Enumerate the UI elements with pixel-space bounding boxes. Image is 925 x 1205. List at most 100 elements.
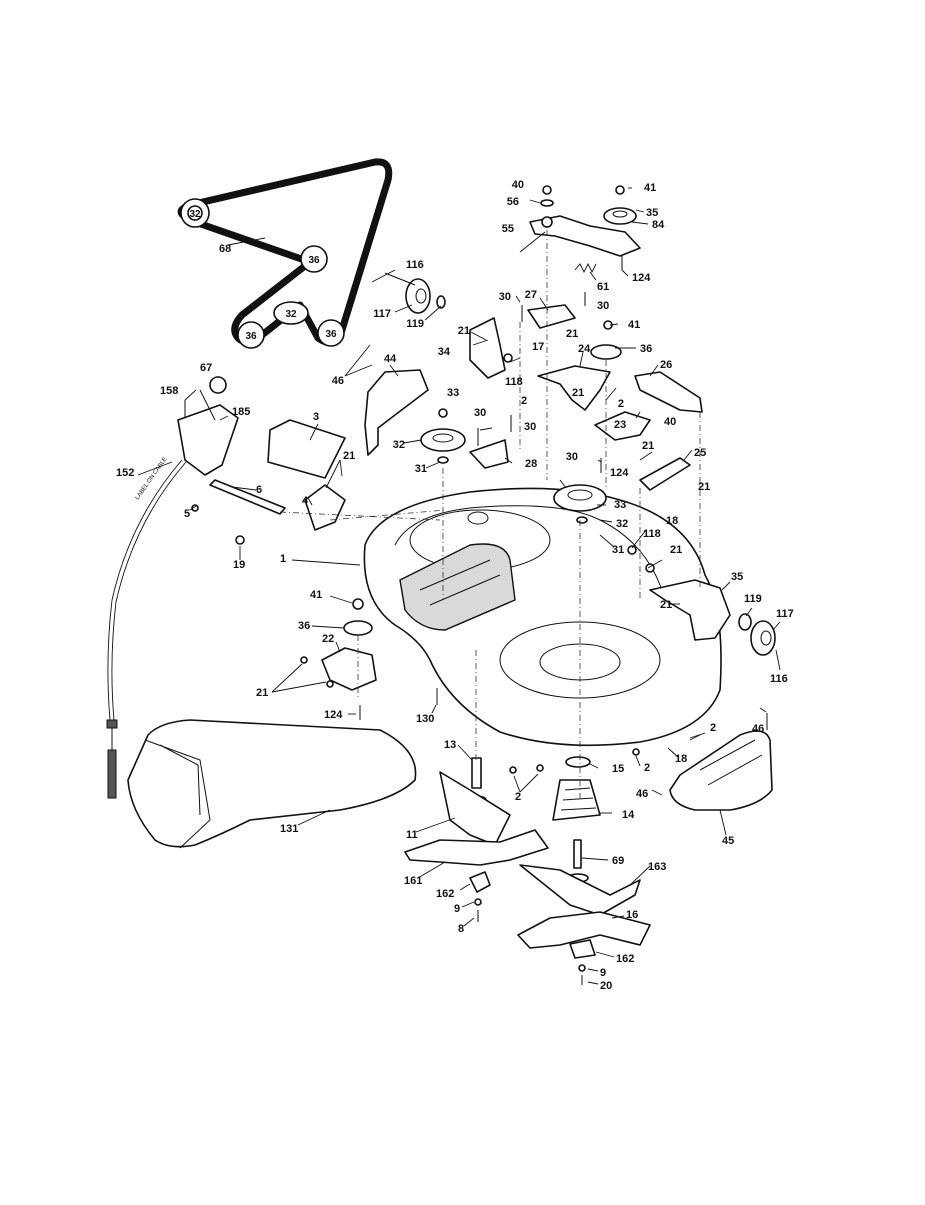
callout-18-bottom: 18	[675, 753, 687, 765]
wheel-bracket-35	[649, 579, 731, 641]
callout-162-left: 162	[436, 888, 454, 900]
callout-131: 131	[280, 823, 298, 835]
belt-pulley-5-size: 36	[325, 329, 337, 340]
callout-185: 185	[232, 406, 250, 418]
upper-hardware	[364, 185, 776, 656]
bracket-27	[527, 304, 576, 329]
blade-16	[517, 911, 651, 949]
cable-marking: LABEL ON CABLE	[135, 456, 169, 501]
callout-30-a: 30	[499, 291, 511, 303]
callout-21-c: 21	[572, 387, 584, 399]
callout-32-center: 32	[393, 439, 405, 451]
callout-21-a: 21	[458, 325, 470, 337]
callout-9-left: 9	[454, 903, 460, 915]
callout-61: 61	[597, 281, 609, 293]
nut-40	[542, 185, 552, 195]
callout-26: 26	[660, 359, 672, 371]
bracket-4	[304, 484, 346, 531]
callout-18-top: 18	[666, 515, 678, 527]
nut-41-top	[615, 185, 625, 195]
blade-161	[404, 829, 549, 866]
callout-161: 161	[404, 875, 422, 887]
belt-pulley-4-size: 36	[245, 331, 257, 342]
callout-19: 19	[233, 559, 245, 571]
callout-1: 1	[280, 553, 286, 565]
callout-46-right: 46	[752, 723, 764, 735]
callout-2-a: 2	[521, 395, 527, 407]
callout-22: 22	[322, 633, 334, 645]
spindle-housing-14	[552, 779, 601, 821]
callout-30-c: 30	[474, 407, 486, 419]
callout-31-right: 31	[612, 544, 624, 556]
callout-117-right: 117	[776, 608, 794, 620]
callout-21-f: 21	[698, 481, 710, 493]
spindle-shaft-13	[471, 757, 482, 789]
spring-61	[574, 262, 597, 274]
belt-pulley-5	[317, 319, 345, 347]
callout-118-top: 118	[505, 376, 523, 388]
callout-41-left: 41	[310, 589, 322, 601]
callout-68: 68	[219, 243, 231, 255]
callout-24: 24	[578, 343, 591, 355]
callout-45: 45	[722, 835, 734, 847]
callout-40: 40	[512, 179, 524, 191]
callout-27: 27	[525, 289, 537, 301]
callout-55: 55	[502, 223, 514, 235]
control-cable	[107, 459, 183, 721]
callout-30-e: 30	[566, 451, 578, 463]
washer-162-left	[469, 871, 491, 893]
callout-46-bottom: 46	[636, 788, 648, 800]
callout-46-top: 46	[332, 375, 344, 387]
callout-2-e: 2	[515, 791, 521, 803]
spindles-and-blades	[404, 748, 651, 985]
callout-124-top: 124	[632, 272, 651, 284]
callout-35-right: 35	[731, 571, 743, 583]
callout-15: 15	[612, 763, 624, 775]
callout-41-top: 41	[644, 182, 656, 194]
callout-25: 25	[694, 447, 706, 459]
callout-117-top: 117	[373, 308, 391, 320]
spindle-shaft-69	[573, 839, 582, 869]
callout-124-mid: 124	[610, 467, 629, 479]
callout-20: 20	[600, 980, 612, 992]
callout-28: 28	[525, 458, 537, 470]
belt-guard	[399, 543, 516, 631]
belt-pulley-2	[300, 245, 328, 273]
discharge-chute	[127, 719, 417, 849]
callout-35-top: 35	[646, 207, 658, 219]
belt-pulley-1-size: 32	[189, 209, 201, 220]
callout-32-right: 32	[616, 518, 628, 530]
belt-pulley-3-size: 32	[285, 309, 297, 320]
callout-3: 3	[313, 411, 319, 423]
callout-116-top: 116	[406, 259, 424, 271]
deflector-45	[669, 713, 773, 811]
idler-arm	[529, 215, 641, 257]
cable-end	[107, 749, 117, 799]
callout-13: 13	[444, 739, 456, 751]
lift-bracket-185	[177, 404, 239, 476]
callout-152: 152	[116, 467, 134, 479]
callout-33-top: 33	[447, 387, 459, 399]
shield-44	[364, 369, 429, 456]
pulley-36-left	[343, 620, 373, 636]
bearing-15	[565, 756, 591, 768]
callout-14: 14	[622, 809, 635, 821]
callout-158: 158	[160, 385, 178, 397]
callout-84: 84	[652, 219, 665, 231]
callout-67: 67	[200, 362, 212, 374]
bracket-23	[594, 411, 651, 441]
rod-6	[209, 479, 286, 515]
callout-8: 8	[458, 923, 464, 935]
wheel-bracket-34	[469, 317, 506, 379]
callout-21-d: 21	[642, 440, 654, 452]
callout-4: 4	[302, 495, 309, 507]
callout-36-upper: 36	[640, 343, 652, 355]
callout-21-b: 21	[566, 328, 578, 340]
callout-23: 23	[614, 419, 626, 431]
link-25	[639, 457, 691, 491]
callout-11: 11	[406, 829, 418, 841]
callout-56: 56	[507, 196, 519, 208]
callout-6: 6	[256, 484, 262, 496]
knob-67	[209, 376, 227, 394]
